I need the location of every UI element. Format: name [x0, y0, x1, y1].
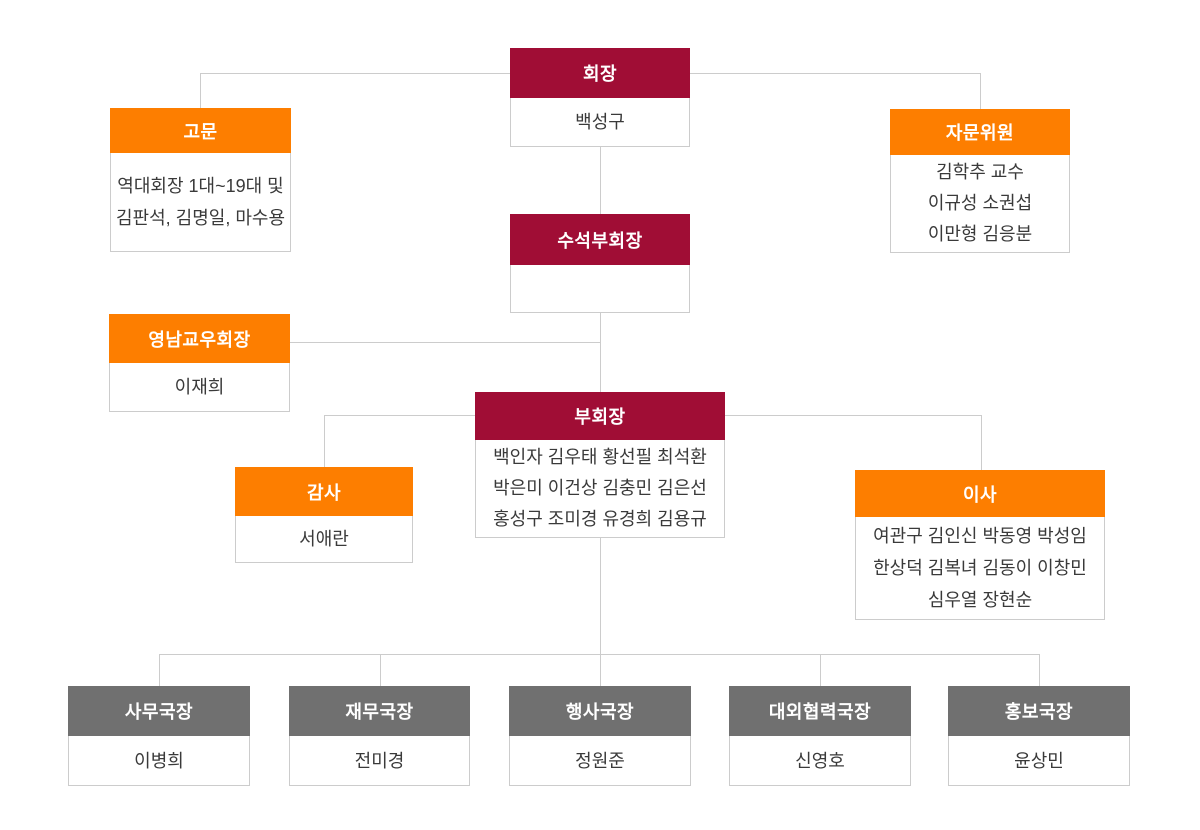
member-name: 심우열 장현순: [927, 590, 1033, 610]
org-node-auditor: 감사 서애란: [235, 467, 413, 563]
node-title: 고문: [110, 108, 291, 153]
org-node-chairman: 회장 백성구: [510, 48, 690, 147]
member-name: 한상덕 김복녀 김동이 이창민: [873, 558, 1087, 578]
org-node-advisor: 고문 역대회장 1대~19대 및 김판석, 김명일, 마수용: [110, 108, 291, 252]
node-title: 회장: [510, 48, 690, 98]
node-members: 윤상민: [948, 736, 1130, 786]
node-title: 자문위원: [890, 109, 1070, 155]
connector-line: [159, 654, 1040, 655]
member-name: 이규성 소권섭: [927, 193, 1033, 213]
node-members: 서애란: [235, 516, 413, 563]
connector-line: [159, 654, 160, 686]
member-name: 신영호: [795, 750, 845, 771]
member-name: 전미경: [354, 750, 405, 771]
connector-line: [1039, 654, 1040, 686]
node-title: 수석부회장: [510, 214, 690, 265]
node-members: [510, 265, 690, 313]
node-members: 백성구: [510, 98, 690, 147]
node-title: 홍보국장: [948, 686, 1130, 736]
member-name: 김판석, 김명일, 마수용: [115, 208, 286, 228]
member-name: 여관구 김인신 박동영 박성임: [873, 526, 1087, 546]
connector-line: [600, 147, 601, 214]
member-name: 윤상민: [1014, 750, 1064, 771]
connector-line: [200, 73, 201, 108]
connector-line: [380, 654, 381, 686]
node-title: 대외협력국장: [729, 686, 911, 736]
connector-line: [600, 654, 601, 686]
member-name: 이재희: [174, 377, 225, 397]
connector-line: [981, 415, 982, 470]
connector-line: [324, 415, 325, 467]
node-title: 영남교우회장: [109, 314, 290, 363]
member-name: 이만형 김응분: [927, 224, 1033, 244]
member-name: 김학추 교수: [936, 162, 1024, 182]
connector-line: [980, 73, 981, 109]
connector-line: [290, 342, 600, 343]
member-name: 정원준: [575, 750, 625, 771]
org-node-directors: 이사 여관구 김인신 박동영 박성임 한상덕 김복녀 김동이 이창민 심우열 장…: [855, 470, 1105, 620]
org-node-secretary-general: 사무국장 이병희: [68, 686, 250, 786]
member-name: 이병희: [134, 750, 184, 771]
org-node-vice-chairman: 부회장 백인자 김우태 황선필 최석환 박은미 이건상 김충민 김은선 홍성구 …: [475, 392, 725, 538]
node-members: 백인자 김우태 황선필 최석환 박은미 이건상 김충민 김은선 홍성구 조미경 …: [475, 440, 725, 538]
node-title: 재무국장: [289, 686, 470, 736]
member-name: 서애란: [299, 529, 349, 549]
node-title: 부회장: [475, 392, 725, 440]
connector-line: [690, 73, 980, 74]
connector-line: [600, 538, 601, 654]
org-node-events-director: 행사국장 정원준: [509, 686, 691, 786]
node-title: 이사: [855, 470, 1105, 517]
member-name: 박은미 이건상 김충민 김은선: [493, 478, 707, 498]
org-node-yeongnam-alumni-chairman: 영남교우회장 이재희: [109, 314, 290, 412]
node-members: 역대회장 1대~19대 및 김판석, 김명일, 마수용: [110, 153, 291, 252]
node-members: 이재희: [109, 363, 290, 412]
connector-line: [600, 313, 601, 392]
node-title: 사무국장: [68, 686, 250, 736]
node-members: 여관구 김인신 박동영 박성임 한상덕 김복녀 김동이 이창민 심우열 장현순: [855, 517, 1105, 620]
connector-line: [200, 73, 510, 74]
org-node-finance-director: 재무국장 전미경: [289, 686, 470, 786]
node-members: 김학추 교수 이규성 소권섭 이만형 김응분: [890, 155, 1070, 253]
member-name: 역대회장 1대~19대 및: [117, 176, 284, 196]
member-name: 홍성구 조미경 유경희 김용규: [493, 509, 707, 529]
connector-line: [324, 415, 475, 416]
member-name: 백성구: [575, 112, 625, 132]
org-node-external-relations-director: 대외협력국장 신영호: [729, 686, 911, 786]
org-node-pr-director: 홍보국장 윤상민: [948, 686, 1130, 786]
node-members: 정원준: [509, 736, 691, 786]
connector-line: [820, 654, 821, 686]
node-title: 행사국장: [509, 686, 691, 736]
node-title: 감사: [235, 467, 413, 516]
node-members: 이병희: [68, 736, 250, 786]
node-members: 신영호: [729, 736, 911, 786]
org-node-advisory-committee: 자문위원 김학추 교수 이규성 소권섭 이만형 김응분: [890, 109, 1070, 253]
node-members: 전미경: [289, 736, 470, 786]
connector-line: [725, 415, 981, 416]
org-node-senior-vice-chairman: 수석부회장: [510, 214, 690, 313]
member-name: 백인자 김우태 황선필 최석환: [493, 447, 707, 467]
